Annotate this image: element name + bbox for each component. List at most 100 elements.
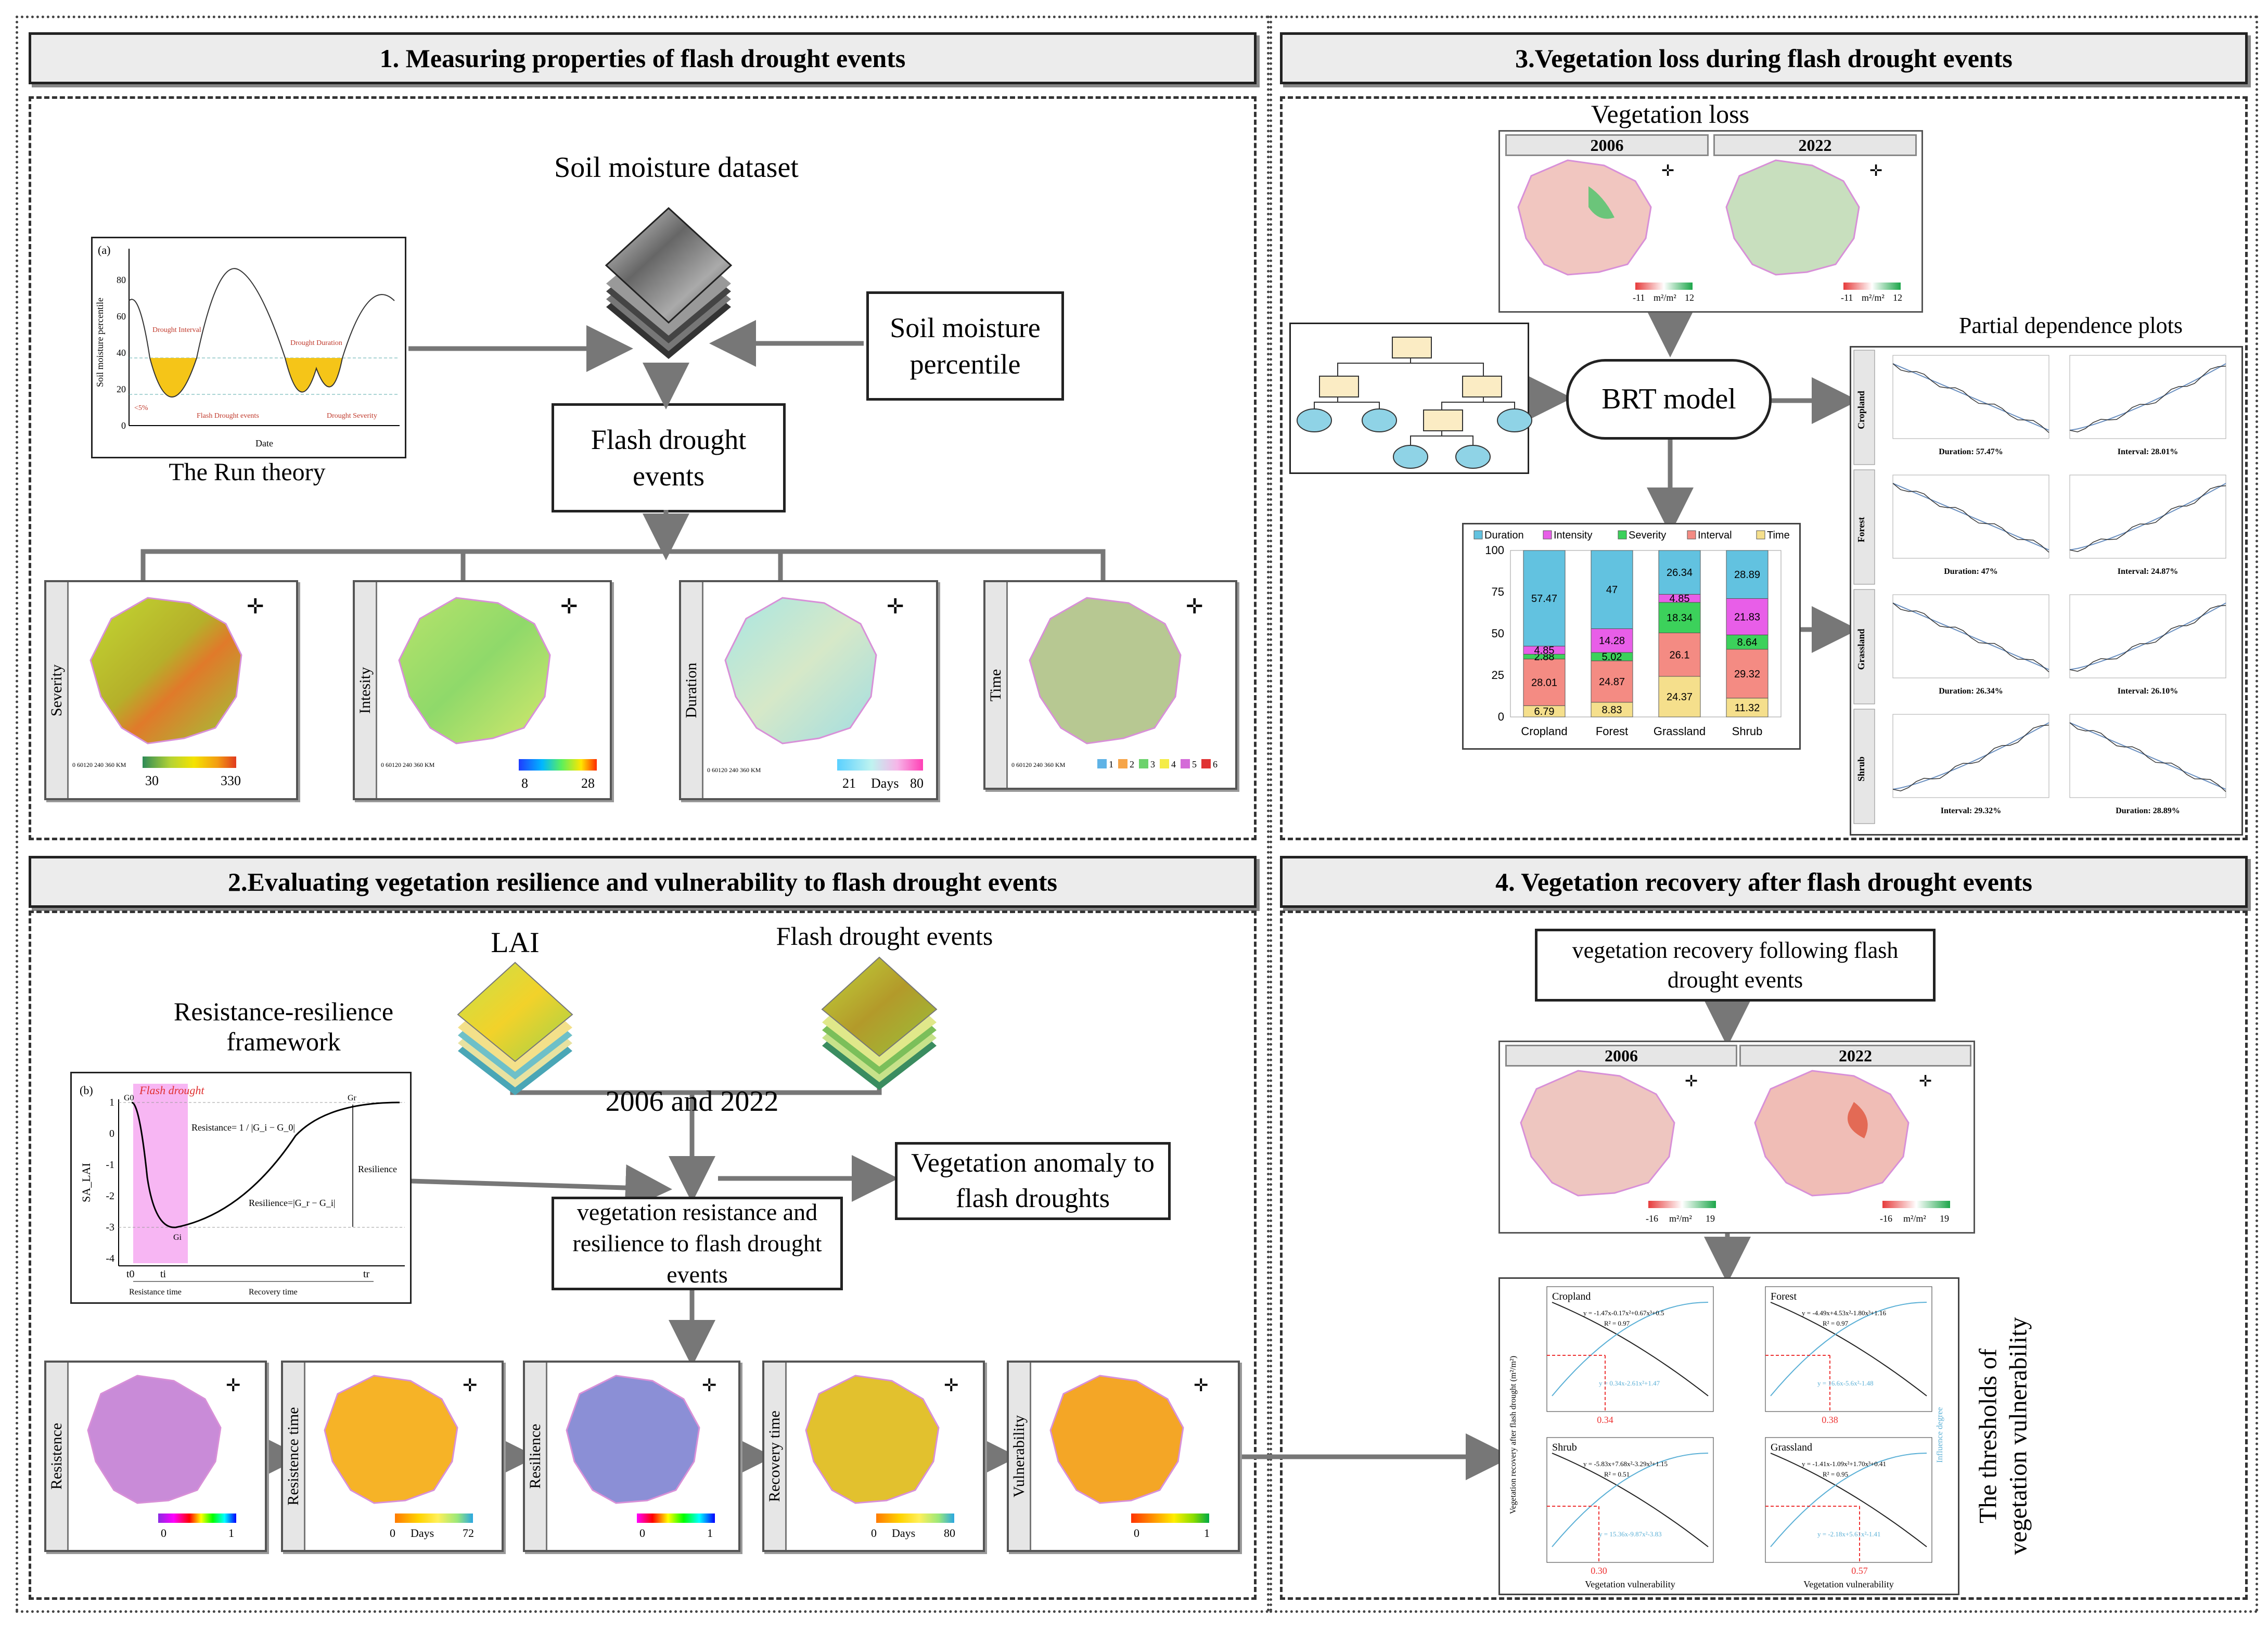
threshold-value: 0.34 bbox=[1597, 1415, 1613, 1425]
influence-equation: y = 0.34x-2.61x²+1.47 bbox=[1599, 1379, 1660, 1387]
bar-segment bbox=[1726, 698, 1769, 717]
pdp-row-header bbox=[1853, 350, 1875, 465]
north-arrow-icon: ✛ bbox=[247, 595, 264, 618]
svg-text:0: 0 bbox=[639, 1527, 645, 1540]
north-arrow-icon: ✛ bbox=[1869, 162, 1882, 179]
pdp-data-line bbox=[1892, 724, 2049, 791]
svg-text:m²/m²: m²/m² bbox=[1669, 1213, 1692, 1224]
threshold-value: 0.57 bbox=[1851, 1566, 1868, 1576]
bar-value-label: 26.34 bbox=[1667, 567, 1693, 579]
pdp-plot-frame bbox=[2069, 474, 2226, 559]
svg-text:4: 4 bbox=[1171, 759, 1176, 769]
legend-label: Intensity bbox=[1554, 530, 1592, 541]
svg-text:330: 330 bbox=[221, 773, 241, 788]
section-2-frame bbox=[29, 910, 1257, 1600]
legend-label: Duration bbox=[1484, 530, 1524, 541]
pdp-fit-line bbox=[2069, 483, 2226, 550]
legend-label: Time bbox=[1767, 530, 1790, 541]
influence-equation: y = 15.36x-9.87x²-3.83 bbox=[1599, 1530, 1662, 1538]
pdp-title: Partial dependence plots bbox=[1958, 313, 2183, 338]
svg-text:6: 6 bbox=[1213, 759, 1218, 769]
y-tick-label: 0 bbox=[1498, 710, 1504, 723]
pdp-row-header bbox=[1853, 469, 1875, 585]
threshold-plot-title: Forest bbox=[1771, 1291, 1797, 1302]
influence-curve bbox=[1552, 1302, 1709, 1396]
bar-value-label: 8.83 bbox=[1602, 704, 1622, 716]
threshold-plot-frame bbox=[1546, 1437, 1714, 1563]
x-axis-label: Vegetation vulnerability bbox=[1585, 1579, 1675, 1589]
framework-label: Resistance-resilience framework bbox=[173, 997, 394, 1056]
map-time-title: Time bbox=[987, 669, 1004, 701]
map-recovery-time: Recovery time ✛ 0 Days 80 bbox=[762, 1361, 985, 1552]
bar-value-label: 8.64 bbox=[1737, 637, 1758, 648]
svg-text:21: 21 bbox=[842, 776, 856, 791]
bar-value-label: 18.34 bbox=[1667, 612, 1693, 624]
pdp-row-header bbox=[1853, 709, 1875, 824]
bar-value-label: 24.37 bbox=[1667, 691, 1693, 703]
svg-text:-2: -2 bbox=[106, 1190, 114, 1202]
svg-text:1: 1 bbox=[1109, 759, 1113, 769]
svg-text:80: 80 bbox=[910, 776, 924, 791]
y-tick-label: 75 bbox=[1492, 585, 1504, 598]
lai-stack-icon bbox=[457, 961, 573, 1095]
svg-text:Days: Days bbox=[411, 1527, 434, 1540]
pdp-row-header bbox=[1853, 589, 1875, 704]
y-axis-label: Vegetation recovery after flash drought … bbox=[1509, 1356, 1518, 1514]
section-3-header: 3.Vegetation loss during flash drought e… bbox=[1280, 32, 2248, 84]
bar-value-label: 4.85 bbox=[1534, 645, 1555, 657]
svg-text:12: 12 bbox=[1893, 292, 1902, 303]
threshold-plot-frame bbox=[1546, 1286, 1714, 1412]
pdp-fit-line bbox=[1892, 483, 2049, 550]
svg-text:(b): (b) bbox=[80, 1084, 93, 1097]
svg-text:0: 0 bbox=[161, 1527, 166, 1540]
svg-text:28: 28 bbox=[581, 776, 595, 791]
map-time-image: ✛ 1 2 3 4 5 6 0 60120 240 360 KM bbox=[1011, 595, 1218, 769]
svg-text:80: 80 bbox=[117, 275, 126, 285]
loss-year-2006: 2006 bbox=[1505, 134, 1709, 156]
years-label: 2006 and 2022 bbox=[605, 1085, 779, 1118]
loss-year-2022: 2022 bbox=[1713, 134, 1917, 156]
pdp-fit-line bbox=[1892, 363, 2049, 431]
bar-segment bbox=[1658, 676, 1701, 717]
influence-equation: y = -2.18x+5.61x²-1.41 bbox=[1817, 1530, 1880, 1538]
framework-plot: (b) Flash drought 10-1-2-3-4 SA_LAI Resi… bbox=[80, 1084, 405, 1297]
pdp-data-line bbox=[1892, 602, 2049, 673]
svg-text:Flash drought: Flash drought bbox=[139, 1084, 204, 1097]
threshold-plot-frame bbox=[1765, 1437, 1932, 1563]
north-arrow-icon: ✛ bbox=[1661, 162, 1674, 179]
svg-text:0 60120 240 360 KM: 0 60120 240 360 KM bbox=[381, 761, 435, 768]
x-tick-label: Grassland bbox=[1654, 725, 1706, 738]
bar-value-label: 28.89 bbox=[1734, 569, 1760, 581]
bar-segment bbox=[1726, 550, 1769, 599]
svg-text:1: 1 bbox=[1204, 1527, 1210, 1540]
svg-text:ti: ti bbox=[160, 1268, 166, 1280]
map-resistance: Resistence ✛ 0 1 bbox=[44, 1361, 267, 1552]
map-resistance-time: Resistence time ✛ 0 Days 72 bbox=[281, 1361, 504, 1552]
bar-value-label: 4.85 bbox=[1670, 593, 1690, 605]
map-duration-title: Duration bbox=[683, 662, 700, 718]
threshold-value: 0.30 bbox=[1591, 1566, 1607, 1576]
svg-text:Gi: Gi bbox=[173, 1233, 182, 1242]
svg-text:Flash Drought events: Flash Drought events bbox=[197, 412, 259, 420]
lai-label: LAI bbox=[491, 927, 540, 959]
map-severity: Severity ✛ 30 330 0 60120 240 360 KM bbox=[44, 580, 298, 800]
x-tick-label: Forest bbox=[1596, 725, 1628, 738]
north-arrow-icon: ✛ bbox=[944, 1376, 959, 1395]
recovery-curve bbox=[1770, 1302, 1927, 1396]
x-tick-label: Cropland bbox=[1521, 725, 1567, 738]
x-tick-label: Shrub bbox=[1732, 725, 1763, 738]
pdp-x-label: Duration: 26.34% bbox=[1939, 687, 2003, 696]
legend-swatch bbox=[1687, 530, 1696, 540]
svg-text:-4: -4 bbox=[106, 1253, 114, 1264]
y-axis-right-label: Influence degree bbox=[1936, 1407, 1944, 1463]
svg-text:2: 2 bbox=[1130, 759, 1134, 769]
panel-a-label: (a) bbox=[98, 243, 110, 256]
bar-value-label: 5.02 bbox=[1602, 651, 1622, 663]
svg-text:<5%: <5% bbox=[134, 404, 148, 412]
svg-text:Days: Days bbox=[892, 1527, 915, 1540]
